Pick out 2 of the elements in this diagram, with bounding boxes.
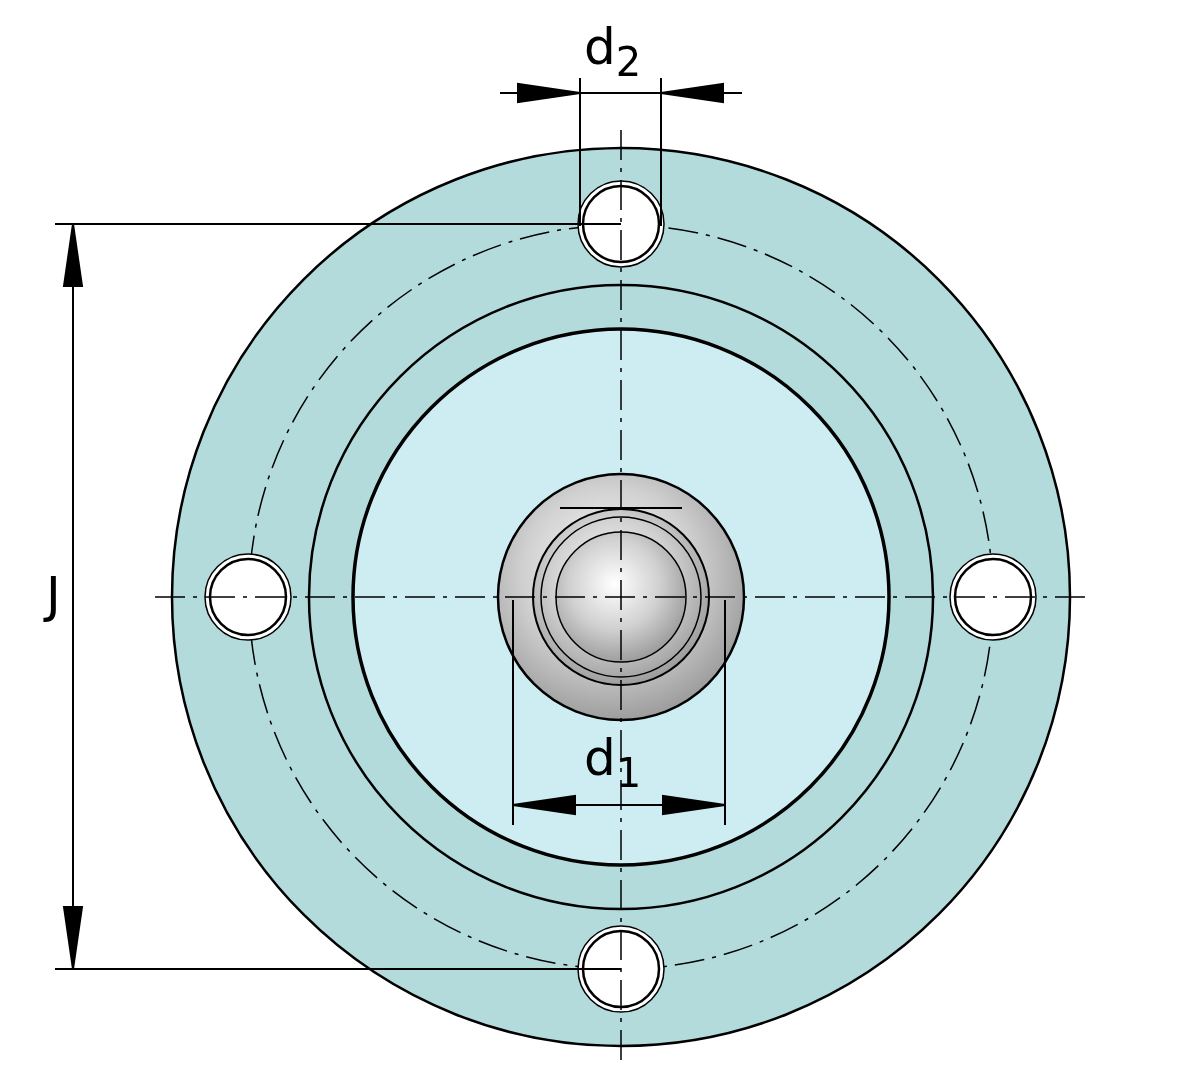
dimension-label: d$_{2}$: [584, 22, 642, 82]
dimension-label: d$_{1}$: [584, 733, 642, 793]
